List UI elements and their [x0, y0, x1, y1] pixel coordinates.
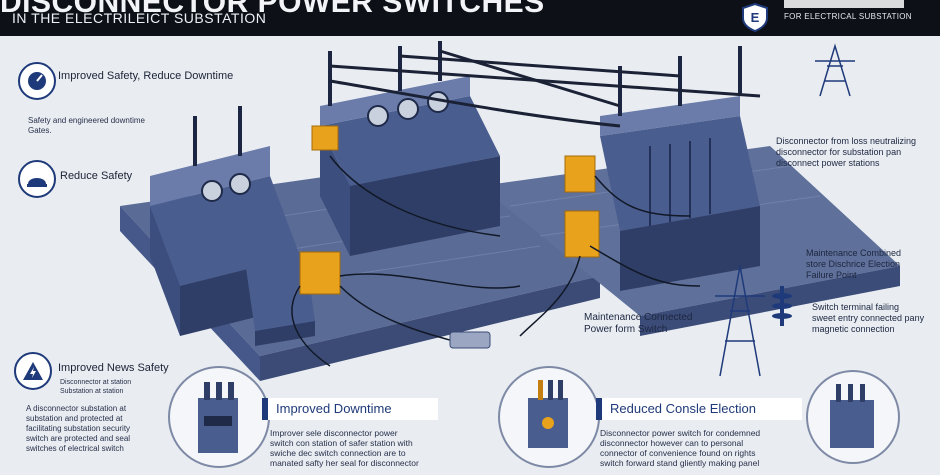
right-callout-3: Switch terminal failing sweet entry conn…: [812, 302, 925, 334]
brand-subtitle: FOR ELECTRICAL SUBSTATION: [784, 12, 912, 21]
substation-diagram: [120, 41, 900, 381]
right-callout-2: Maintenance Combined store Dischrice Ele…: [806, 248, 902, 280]
news-safety-label: Improved News Safety: [58, 362, 169, 374]
banner2-text: Disconnector power switch for condemned …: [600, 428, 761, 468]
insulator-icon: [772, 286, 792, 326]
svg-text:E: E: [751, 10, 760, 25]
transmission-tower-icon: [715, 43, 855, 377]
reduce-safety-label: Reduce Safety: [60, 170, 133, 182]
hard-hat-icon: [18, 160, 56, 198]
right-callout-1: Disconnector from loss neutralizing disc…: [776, 136, 917, 168]
page-subtitle: IN THE ELECTRILEICT SUBSTATION: [12, 10, 267, 26]
safety-dial-icon: [18, 62, 56, 100]
safety-label: Improved Safety, Reduce Downtime: [58, 70, 234, 82]
banner-reduced-console-election: Reduced Consle Election: [596, 398, 802, 420]
switch-card-1: [168, 366, 270, 468]
news-safety-text: Disconnector at station Substation at st…: [60, 379, 132, 395]
page-title: DISCONNECTOR POWER SWITCHES: [0, 0, 545, 19]
disconnector-description: A disconnector substation at substation …: [26, 404, 131, 453]
lightning-warning-icon: [14, 352, 52, 390]
shield-e-icon: E: [742, 2, 768, 32]
switch-card-3: [806, 370, 900, 464]
banner-improved-downtime: Improved Downtime: [262, 398, 438, 420]
banner1-text: Improver sele disconnector power switch …: [270, 428, 419, 468]
center-callout: Maintenance Connected Power form Switch: [584, 312, 693, 335]
header-bar: DISCONNECTOR POWER SWITCHES IN THE ELECT…: [0, 0, 940, 36]
safety-text: Safety and engineered downtime Gates.: [28, 116, 145, 135]
substation-illustration: Improved Safety, Reduce Downtime Safety …: [0, 36, 940, 470]
switch-card-2: [498, 366, 600, 468]
brand-logo-text: [784, 0, 934, 12]
